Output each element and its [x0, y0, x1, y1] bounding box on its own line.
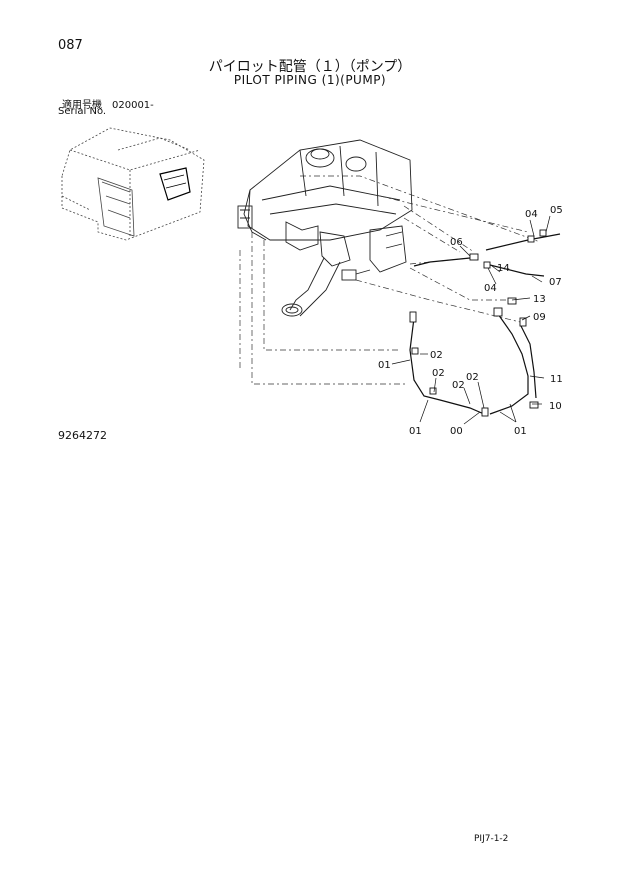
- hose-01-left: [409, 317, 485, 415]
- machine-overview-inset: [61, 127, 205, 241]
- callout-02-a: 02: [430, 350, 443, 361]
- page-number: 087: [58, 38, 83, 53]
- drawing-part-number: 9264272: [58, 429, 107, 442]
- callout-02-d: 02: [466, 372, 479, 383]
- serial-label-japanese: 適用号機 020001-: [62, 100, 154, 111]
- page-title-japanese: パイロット配管（１）（ポンプ）: [208, 59, 412, 75]
- hose-09-11: [519, 323, 537, 399]
- hose-01-right: [489, 313, 529, 415]
- dashed-leader-lines: [239, 175, 541, 385]
- callout-01-bottom-left: 01: [409, 426, 422, 437]
- callout-06: 06: [450, 237, 463, 248]
- page-title-english: PILOT PIPING (1)(PUMP): [233, 73, 387, 87]
- callout-01-bottom-right: 01: [514, 426, 527, 437]
- hose-04-05: [485, 233, 561, 251]
- callout-01-left: 01: [378, 360, 391, 371]
- callout-labels: 04 05 06 14 07 04 13 09 01 02 02 02 02 1…: [378, 205, 563, 437]
- callout-04-lower: 04: [484, 283, 497, 294]
- fittings: [409, 229, 547, 417]
- callout-14: 14: [497, 263, 510, 274]
- hose-07: [485, 263, 545, 277]
- callout-10: 10: [549, 401, 562, 412]
- pilot-hoses: [409, 233, 561, 415]
- callout-04-top: 04: [525, 209, 538, 220]
- callout-02-b: 02: [432, 368, 445, 379]
- serial-label-english: Serial No.: [58, 106, 107, 117]
- callout-leaders: [391, 215, 551, 425]
- callout-11: 11: [550, 374, 563, 385]
- callout-00: 00: [450, 426, 463, 437]
- hose-06: [413, 257, 471, 267]
- page-reference: PIJ7-1-2: [474, 834, 509, 844]
- callout-09: 09: [533, 312, 546, 323]
- callout-02-c: 02: [452, 380, 465, 391]
- callout-05: 05: [550, 205, 563, 216]
- pump-assembly: [237, 139, 413, 317]
- callout-13: 13: [533, 294, 546, 305]
- callout-07: 07: [549, 277, 562, 288]
